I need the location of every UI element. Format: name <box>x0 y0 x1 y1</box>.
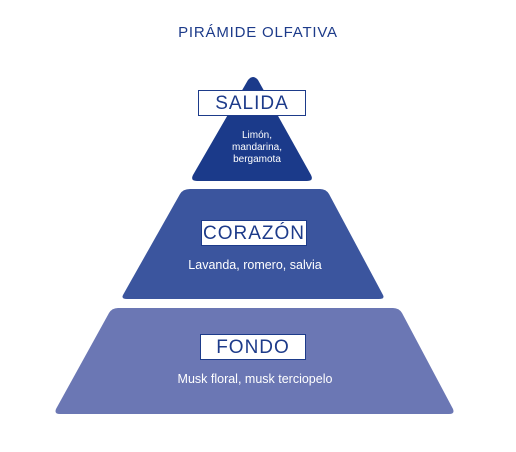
page-title: PIRÁMIDE OLFATIVA <box>178 24 338 41</box>
pyramid-tier-top <box>192 77 312 181</box>
pyramid-tier-bottom <box>55 308 454 414</box>
tier-top-note-line: Limón, <box>241 130 272 141</box>
tier-top-notes: Limón, mandarina, bergamota <box>210 130 304 166</box>
tier-middle-note-line: Lavanda, romero, salvia <box>188 258 322 272</box>
tier-bottom-label: FONDO <box>200 334 306 360</box>
tier-top-label: SALIDA <box>198 90 306 116</box>
tier-top-note-line: mandarina, <box>231 142 283 153</box>
tier-bottom-note-line: Musk floral, musk terciopelo <box>177 372 333 386</box>
tier-middle-label: CORAZÓN <box>201 220 307 246</box>
tier-bottom-notes: Musk floral, musk terciopelo <box>110 372 400 386</box>
tier-top-note-line: bergamota <box>233 154 281 165</box>
tier-middle-notes: Lavanda, romero, salvia <box>130 258 380 272</box>
